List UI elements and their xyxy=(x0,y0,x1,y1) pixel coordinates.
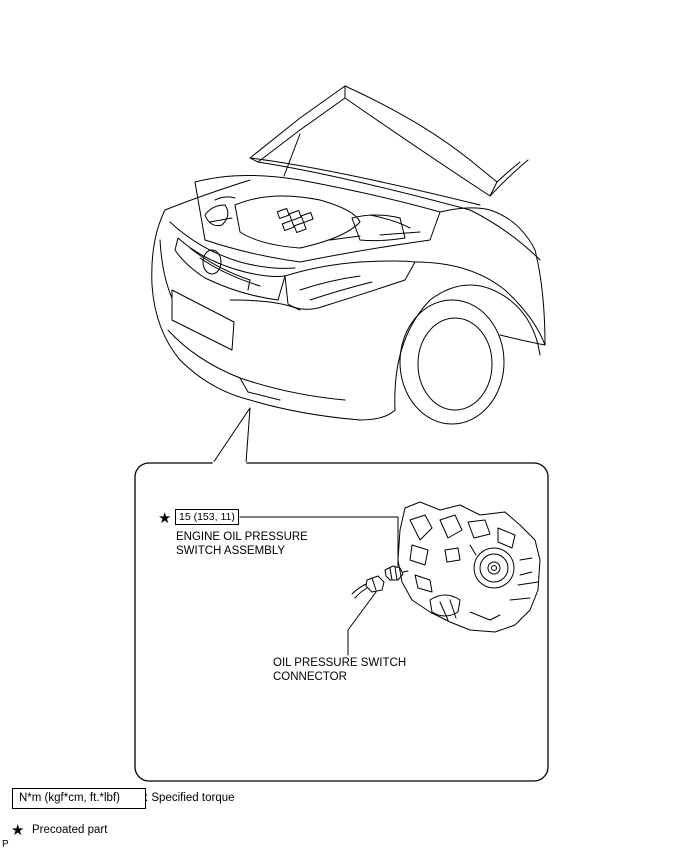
part-label-line1: ENGINE OIL PRESSURE xyxy=(176,531,308,543)
detail-frame xyxy=(134,462,549,782)
vehicle-drawing xyxy=(151,85,546,464)
engine-block-drawing xyxy=(397,501,541,633)
connector-label-line2: CONNECTOR xyxy=(273,671,347,683)
switch-leader-line xyxy=(239,516,399,567)
oil-pressure-switch-drawing xyxy=(384,565,409,581)
part-label-line2: SWITCH ASSEMBLY xyxy=(176,545,286,557)
figure-code: P xyxy=(2,839,9,850)
connector-label-line1: OIL PRESSURE SWITCH xyxy=(273,657,407,669)
connector-leader-line xyxy=(347,591,377,656)
connector-drawing xyxy=(351,575,385,599)
torque-unit-legend: N*m (kgf*cm, ft.*lbf) xyxy=(12,788,146,809)
torque-legend-description: : Specified torque xyxy=(145,792,235,804)
legend-star-icon: ★ xyxy=(11,822,25,839)
star-icon: ★ xyxy=(158,510,172,527)
precoat-legend-description: Precoated part xyxy=(32,824,108,836)
torque-value-box: 15 (153, 11) xyxy=(175,509,239,525)
